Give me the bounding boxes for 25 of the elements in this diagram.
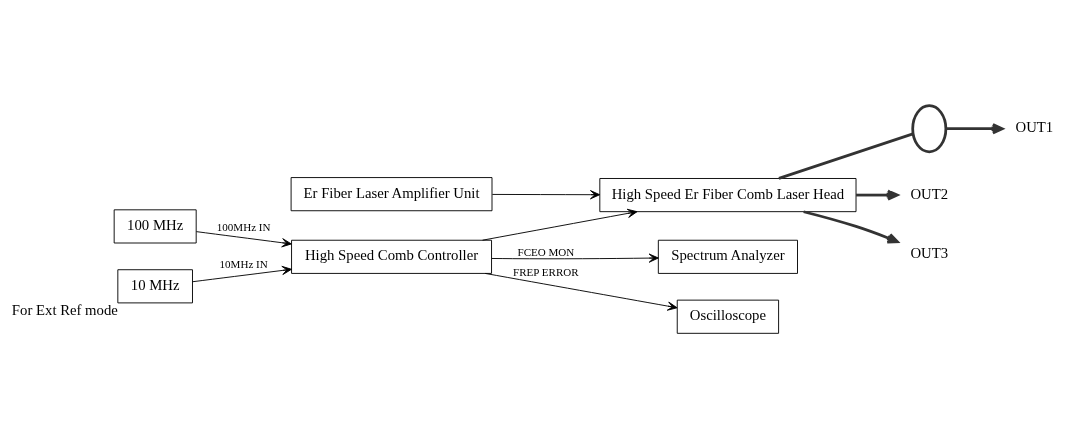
arrow bbox=[491, 190, 601, 200]
node-box: Er Fiber Laser Amplifier Unit bbox=[290, 177, 493, 212]
node-box: Oscilloscope bbox=[676, 299, 780, 334]
node-text: OUT1 bbox=[1015, 119, 1054, 136]
node-label: For Ext Ref mode bbox=[11, 301, 118, 318]
connector bbox=[778, 132, 914, 180]
edge-label: 100MHz IN bbox=[216, 220, 271, 233]
arrow bbox=[945, 123, 1004, 135]
node-circle bbox=[911, 104, 948, 154]
node-box: 100 MHz bbox=[113, 209, 197, 244]
node-text: OUT2 bbox=[910, 185, 949, 202]
arrow bbox=[484, 272, 678, 311]
node-box: High Speed Comb Controller bbox=[291, 239, 492, 274]
node-box: Spectrum Analyzer bbox=[657, 239, 798, 274]
arrow bbox=[482, 208, 638, 241]
arrow bbox=[491, 253, 659, 263]
edge-label: 10MHz IN bbox=[219, 258, 268, 271]
node-box: High Speed Er Fiber Comb Laser Head bbox=[599, 178, 857, 213]
node-box: 10 MHz bbox=[117, 269, 193, 304]
edge-label: FCEO MON bbox=[517, 245, 575, 258]
arrow bbox=[856, 189, 899, 201]
arrow bbox=[195, 231, 292, 248]
node-text: OUT3 bbox=[910, 245, 949, 262]
edge-label: FREP ERROR bbox=[513, 265, 579, 278]
arrow bbox=[192, 265, 292, 283]
